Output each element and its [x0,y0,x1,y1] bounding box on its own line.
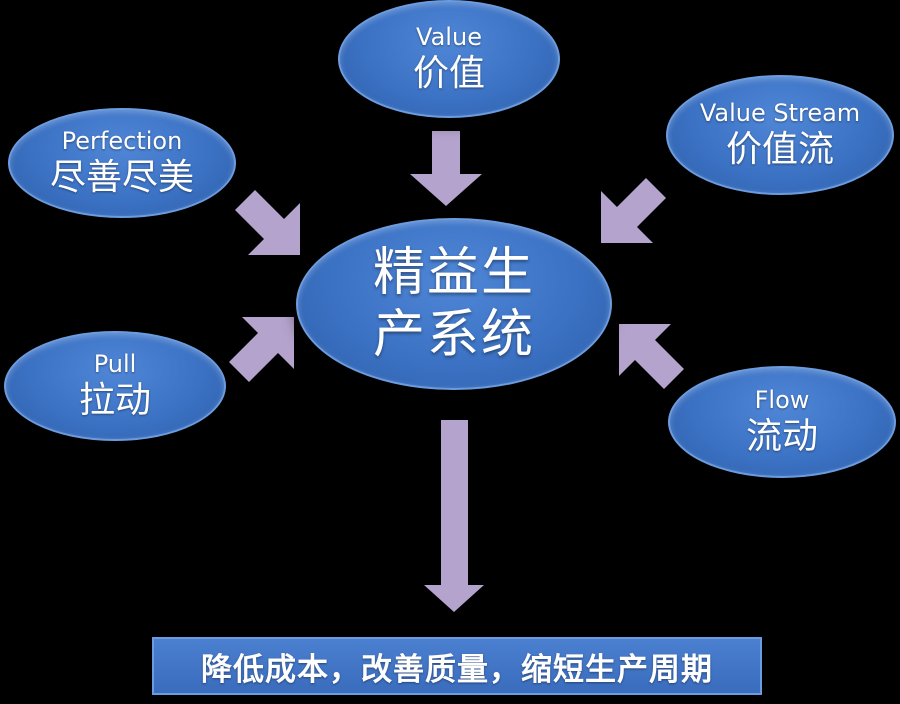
node-value-stream-en: Value Stream [699,99,861,127]
outcome-box: 降低成本，改善质量，缩短生产周期 [152,637,762,695]
center-line1: 精益生 [372,243,535,303]
node-value-stream-zh: 价值流 [725,129,834,170]
center-line2: 产系统 [372,305,535,365]
node-perfection-zh: 尽善尽美 [49,157,194,198]
node-value-zh: 价值 [412,53,485,94]
node-perfection: Perfection 尽善尽美 [8,108,236,218]
node-pull: Pull 拉动 [4,331,226,441]
node-flow-en: Flow [754,386,810,414]
arrow-pull-to-center [229,317,294,382]
outcome-text: 降低成本，改善质量，缩短生产周期 [201,651,713,688]
node-value: Value 价值 [338,0,560,118]
node-flow-zh: 流动 [745,416,818,457]
node-pull-zh: 拉动 [78,380,151,421]
arrow-perfection-to-center [235,190,300,255]
arrow-center-to-outcome [424,420,484,612]
node-value-stream: Value Stream 价值流 [666,75,894,195]
node-value-en: Value [416,23,482,51]
node-center: 精益生 产系统 [296,218,612,390]
arrow-stream-to-center [601,178,666,243]
node-perfection-en: Perfection [61,127,183,155]
arrow-flow-to-center [619,324,684,389]
arrow-value-to-center [410,131,482,206]
node-flow: Flow 流动 [668,366,896,478]
node-pull-en: Pull [93,350,137,378]
